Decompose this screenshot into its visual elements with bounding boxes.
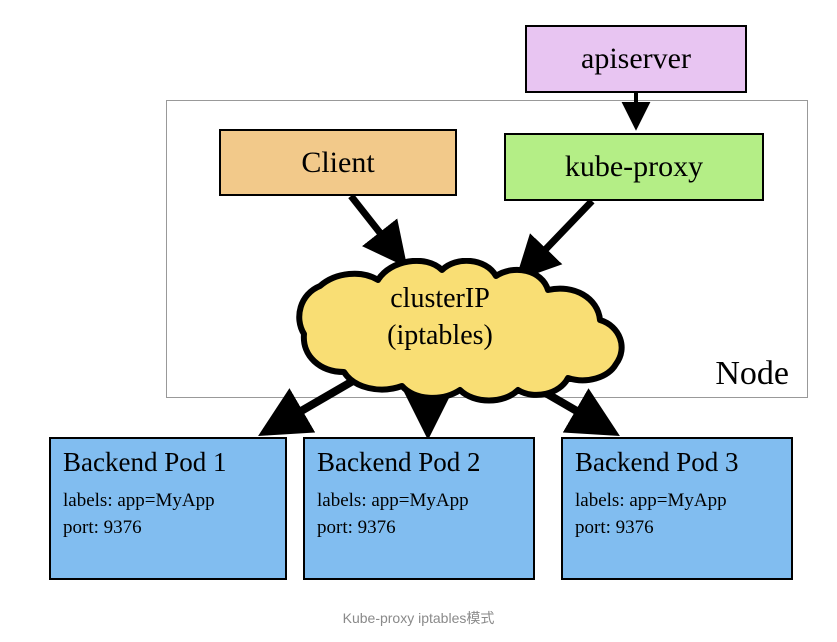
pod-port: port: 9376: [317, 517, 396, 538]
clusterip-cloud-shape: [296, 258, 625, 404]
pod-port: port: 9376: [63, 517, 142, 538]
pod-title: Backend Pod 1: [63, 447, 227, 477]
pod-labels: labels: app=MyApp: [63, 490, 215, 511]
apiserver-label: apiserver: [581, 42, 691, 75]
client-node: Client: [219, 129, 457, 196]
pod-labels: labels: app=MyApp: [317, 490, 469, 511]
pod-port: port: 9376: [575, 517, 654, 538]
pod-title: Backend Pod 2: [317, 447, 481, 477]
backend-pod-1: Backend Pod 1 labels: app=MyApp port: 93…: [49, 437, 287, 580]
backend-pod-2: Backend Pod 2 labels: app=MyApp port: 93…: [303, 437, 535, 580]
backend-pod-3: Backend Pod 3 labels: app=MyApp port: 93…: [561, 437, 793, 580]
client-label: Client: [301, 145, 375, 179]
kube-proxy-label: kube-proxy: [564, 150, 704, 183]
apiserver-node: apiserver: [525, 25, 747, 93]
node-label: Node: [715, 355, 789, 392]
pod-title: Backend Pod 3: [575, 447, 739, 477]
pod-labels: labels: app=MyApp: [575, 490, 727, 511]
kube-proxy-node: kube-proxy: [504, 133, 764, 201]
diagram-caption: Kube-proxy iptables模式: [342, 610, 495, 626]
